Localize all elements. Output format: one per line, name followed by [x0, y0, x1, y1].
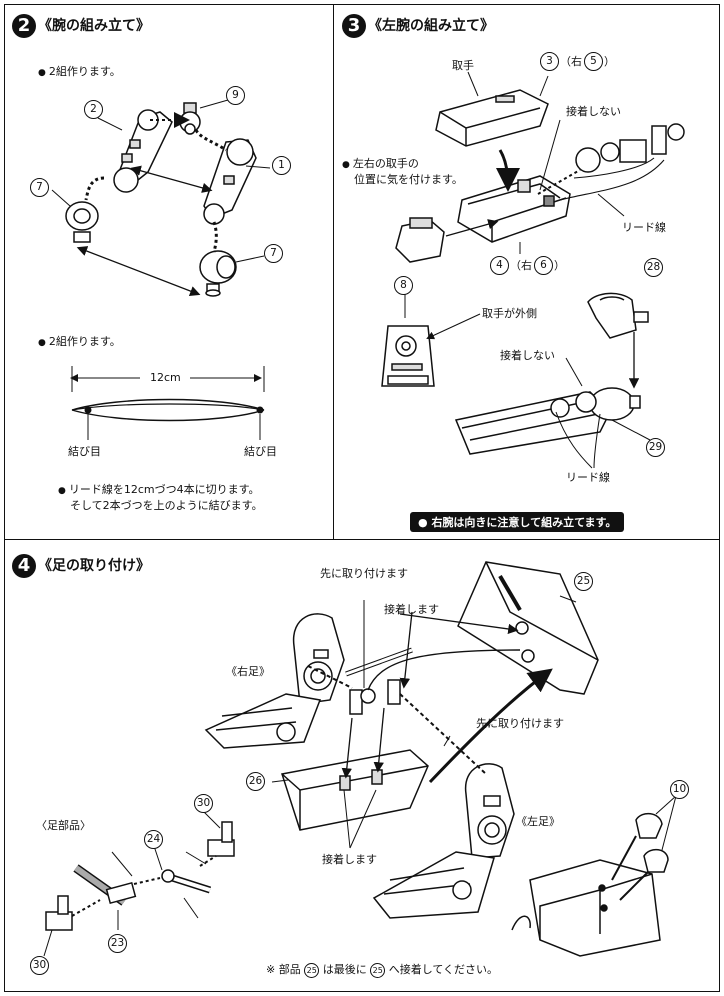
- attach-first-label-top: 先に取り付けます: [320, 567, 408, 580]
- glue-label-top: 接着します: [384, 603, 439, 616]
- lead-wire-label-bottom: リード線: [566, 471, 610, 484]
- step3-guides-lower: [555, 332, 651, 469]
- step4-title-text: 《足の取り付け》: [38, 558, 150, 574]
- left-leg-drawing: [372, 763, 515, 919]
- footnote: ※ 部品 25 は最後に 25 へ接着してください。: [266, 962, 498, 978]
- wire-instruction-line2: そして2本づつを上のように結びます。: [70, 499, 263, 513]
- leg-parts-guides: [43, 811, 221, 957]
- leg-parts-label: 〈足部品〉: [36, 819, 91, 832]
- foot-thruster-10-drawing: [511, 795, 677, 957]
- part-10-badge: 10: [670, 780, 689, 799]
- part-29-badge: 29: [646, 438, 665, 457]
- part-4-right-close: ）: [554, 259, 565, 272]
- arm-part-2-drawing: [113, 109, 173, 193]
- hip-joint-drawing: [345, 647, 413, 715]
- part-7-top-badge: 7: [30, 178, 49, 197]
- lead-wire-drawing: [70, 366, 265, 440]
- glue-label-bottom: 接着します: [322, 853, 377, 866]
- handle-outside-label: 取手が外側: [482, 307, 537, 320]
- handle-cover-drawing: [435, 89, 549, 147]
- left-leg-label: 《左足》: [516, 815, 560, 828]
- part-8-badge: 8: [394, 276, 413, 295]
- part-3-right-note: （右: [560, 54, 582, 70]
- part-4-right-note: （右: [510, 259, 532, 272]
- wire-length-label: 12cm: [150, 371, 181, 384]
- step2-number: 2: [12, 14, 36, 38]
- step2-note-top: ●2組作ります。: [38, 65, 121, 78]
- handle-label: 取手: [452, 59, 474, 72]
- handle-position-line1: 左右の取手の: [352, 157, 419, 170]
- footnote-prefix: ※ 部品: [266, 963, 301, 976]
- step3-number: 3: [342, 14, 366, 38]
- arm-assembly-guides: [76, 112, 227, 297]
- step3-title-text: 《左腕の組み立て》: [368, 18, 494, 34]
- part-24-badge: 24: [144, 830, 163, 849]
- no-glue-label-top: 接着しない: [566, 105, 621, 118]
- handle-position-line2: 位置に気を付けます。: [354, 173, 463, 187]
- arm-part-7-top-drawing: [65, 201, 99, 243]
- wire-instruction-line1: リード線を12cmづつ4本に切ります。: [68, 483, 260, 496]
- handle-position-note: ●左右の取手の 位置に気を付けます。: [342, 157, 463, 187]
- forearm-shell-drawing: [457, 175, 571, 243]
- right-leg-drawing: [204, 613, 345, 749]
- step4-panel: [4, 539, 720, 992]
- right-leg-label: 《右足》: [226, 665, 270, 678]
- part-23-badge: 23: [108, 934, 127, 953]
- step2-note-bottom-text: 2組作ります。: [48, 335, 121, 348]
- arm-part-7-bottom-drawing: [199, 250, 237, 297]
- shoulder-cap-28-drawing: [587, 292, 649, 339]
- step3-title: 3《左腕の組み立て》: [342, 14, 494, 38]
- part-6-badge: 6: [534, 256, 553, 275]
- part-1-badge: 1: [272, 156, 291, 175]
- step4-number: 4: [12, 554, 36, 578]
- part-2-badge: 2: [84, 100, 103, 119]
- hand-front-view-drawing: [381, 325, 435, 387]
- right-arm-orientation-note: ● 右腕は向きに注意して組み立てます。: [410, 512, 625, 532]
- skirt-armor-25-drawing: [457, 561, 599, 695]
- waist-block-26-drawing: [281, 749, 429, 831]
- part-30-top-badge: 30: [194, 794, 213, 813]
- arm-with-joint-drawing: [454, 387, 641, 455]
- footnote-part-25b: 25: [370, 962, 386, 978]
- step2-note-top-text: 2組作ります。: [48, 65, 121, 78]
- footnote-suffix: へ接着してください。: [388, 963, 499, 976]
- part-25-badge: 25: [574, 572, 593, 591]
- step3-guides: [404, 71, 665, 340]
- part-3-right-close: ）: [604, 55, 615, 68]
- arm-part-9-drawing: [179, 102, 201, 135]
- shoulder-joint-drawing: [575, 123, 685, 173]
- right-arm-orientation-text: 右腕は向きに注意して組み立てます。: [431, 516, 617, 529]
- knot-label-left: 結び目: [68, 445, 101, 458]
- lead-wire-label-top: リード線: [622, 221, 666, 234]
- part-30-bottom-badge: 30: [30, 956, 49, 975]
- no-glue-label-bottom: 接着しない: [500, 349, 555, 362]
- part-26-badge: 26: [246, 772, 265, 791]
- part-7-bottom-badge: 7: [264, 244, 283, 263]
- part-3-badge: 3: [540, 52, 559, 71]
- step2-note-bottom: ●2組作ります。: [38, 335, 121, 348]
- step2-title: 2《腕の組み立て》: [12, 14, 150, 38]
- knot-label-right: 結び目: [244, 445, 277, 458]
- part-5-badge: 5: [584, 52, 603, 71]
- part-4-badge: 4: [490, 256, 509, 275]
- step4-guides: [271, 595, 577, 849]
- hand-part-8-drawing: [395, 217, 445, 263]
- leg-parts-drawing: [45, 821, 235, 931]
- part-3-right-prefix: （右: [560, 55, 582, 68]
- part-9-badge: 9: [226, 86, 245, 105]
- footnote-mid: は最後に: [322, 963, 367, 976]
- step2-callout-lines: [51, 99, 271, 263]
- step4-title: 4《足の取り付け》: [12, 554, 150, 578]
- footnote-part-25a: 25: [304, 962, 320, 978]
- step2-title-text: 《腕の組み立て》: [38, 18, 150, 34]
- part-28-badge: 28: [644, 258, 663, 277]
- arm-part-1-drawing: [203, 138, 257, 225]
- attach-first-label-bottom: 先に取り付けます: [476, 717, 564, 730]
- wire-instruction: ●リード線を12cmづつ4本に切ります。 そして2本づつを上のように結びます。: [58, 483, 263, 513]
